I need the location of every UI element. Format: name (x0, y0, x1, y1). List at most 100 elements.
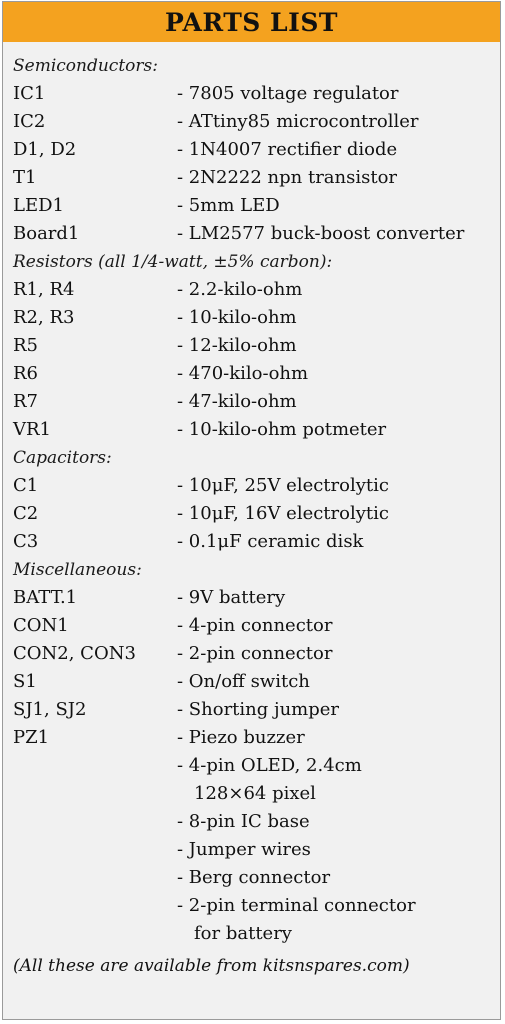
part-row: IC1- 7805 voltage regulator (13, 80, 500, 108)
part-description: - 2-pin connector (177, 640, 332, 668)
section-heading: Capacitors: (13, 448, 112, 468)
part-row: R7 - 47-kilo-ohm (13, 388, 500, 416)
part-reference (13, 892, 177, 920)
part-description: - 2.2-kilo-ohm (177, 276, 302, 304)
part-description-line: - Piezo buzzer (177, 727, 305, 748)
part-description: - 2N2222 npn transistor (177, 164, 397, 192)
part-description: - 4-pin connector (177, 612, 332, 640)
part-description: - 5mm LED (177, 192, 280, 220)
part-row: - Jumper wires (13, 836, 500, 864)
part-description-line: - 2-pin connector (177, 643, 333, 664)
part-row: - Berg connector (13, 864, 500, 892)
parts-list-title: PARTS LIST (164, 7, 338, 37)
part-reference (13, 836, 177, 864)
part-description-line: - Jumper wires (177, 839, 311, 860)
part-description: - Piezo buzzer (177, 724, 305, 752)
part-description: - Shorting jumper (177, 696, 339, 724)
section-heading: Resistors (all 1/4-watt, ±5% carbon): (13, 252, 333, 272)
part-description-line: - 470-kilo-ohm (177, 363, 309, 384)
part-description-continuation: 128×64 pixel (194, 783, 316, 804)
part-description-continuation: for battery (194, 923, 292, 944)
part-row: IC2 - ATtiny85 microcontroller (13, 108, 500, 136)
part-description: - 8-pin IC base (177, 808, 310, 836)
part-row: PZ1 - Piezo buzzer (13, 724, 500, 752)
part-reference: R2, R3 (13, 307, 75, 328)
section-heading: Miscellaneous: (13, 560, 142, 580)
part-description-line: - 12-kilo-ohm (177, 335, 297, 356)
part-reference: PZ1 (13, 727, 50, 748)
part-row: CON2, CON3 - 2-pin connector (13, 640, 500, 668)
part-description: - 10-kilo-ohm (177, 304, 297, 332)
part-description: - ATtiny85 microcontroller (177, 108, 419, 136)
part-row: R6 - 470-kilo-ohm (13, 360, 500, 388)
part-description: - 2-pin terminal connector for battery (177, 892, 416, 948)
part-reference (13, 752, 177, 780)
part-description-line: - 4-pin connector (177, 615, 333, 636)
part-reference (13, 864, 177, 892)
part-row: LED1 - 5mm LED (13, 192, 500, 220)
part-reference: D1, D2 (13, 139, 77, 160)
part-row: S1- On/off switch (13, 668, 500, 696)
part-reference: R6 (13, 363, 39, 384)
part-row: BATT.1 - 9V battery (13, 584, 500, 612)
part-description-line: - 9V battery (177, 587, 286, 608)
part-reference: CON1 (13, 615, 69, 636)
part-description-line: - 47-kilo-ohm (177, 391, 297, 412)
part-description: - Berg connector (177, 864, 330, 892)
part-description: - Jumper wires (177, 836, 311, 864)
part-row: R1, R4 - 2.2-kilo-ohm (13, 276, 500, 304)
part-description-line: - 10μF, 25V electrolytic (177, 475, 389, 496)
part-description-line: - 7805 voltage regulator (177, 83, 399, 104)
part-description-line: - 8-pin IC base (177, 811, 310, 832)
part-description-line: - 2.2-kilo-ohm (177, 279, 303, 300)
part-reference: BATT.1 (13, 587, 78, 608)
part-description: - 47-kilo-ohm (177, 388, 297, 416)
part-reference: C1 (13, 475, 39, 496)
part-description-line: - Berg connector (177, 867, 331, 888)
part-description: - 7805 voltage regulator (177, 80, 399, 108)
part-reference: C2 (13, 503, 39, 524)
part-description-line: - ATtiny85 microcontroller (177, 111, 419, 132)
part-reference: T1 (13, 167, 37, 188)
part-reference: VR1 (13, 419, 52, 440)
part-description: - 12-kilo-ohm (177, 332, 297, 360)
part-reference: Board1 (13, 223, 80, 244)
part-description: - 10μF, 16V electrolytic (177, 500, 389, 528)
part-row: D1, D2 - 1N4007 rectifier diode (13, 136, 500, 164)
part-reference: LED1 (13, 195, 64, 216)
part-row: - 2-pin terminal connector for battery (13, 892, 500, 948)
part-row: Board1- LM2577 buck-boost converter (13, 220, 500, 248)
part-description: - 10-kilo-ohm potmeter (177, 416, 386, 444)
part-description-line: - 10μF, 16V electrolytic (177, 503, 389, 524)
part-row: R5 - 12-kilo-ohm (13, 332, 500, 360)
part-reference: R7 (13, 391, 39, 412)
part-row: CON1 - 4-pin connector (13, 612, 500, 640)
part-description-line: - 2-pin terminal connector (177, 895, 416, 916)
part-description: - On/off switch (177, 668, 310, 696)
availability-note: (All these are available from kitsnspare… (13, 956, 410, 976)
part-description: - 9V battery (177, 584, 285, 612)
part-reference: R1, R4 (13, 279, 75, 300)
part-description-line: - On/off switch (177, 671, 310, 692)
part-row: C1 - 10μF, 25V electrolytic (13, 472, 500, 500)
part-reference: C3 (13, 531, 39, 552)
part-description-line: - 1N4007 rectifier diode (177, 139, 398, 160)
part-reference: CON2, CON3 (13, 643, 136, 664)
part-description-line: - 5mm LED (177, 195, 280, 216)
part-description-line: - Shorting jumper (177, 699, 340, 720)
part-description-line: - 2N2222 npn transistor (177, 167, 398, 188)
part-reference: R5 (13, 335, 39, 356)
parts-list-body: Semiconductors: IC1- 7805 voltage regulat… (3, 42, 500, 980)
part-reference: IC2 (13, 111, 46, 132)
part-row: C2 - 10μF, 16V electrolytic (13, 500, 500, 528)
part-row: - 8-pin IC base (13, 808, 500, 836)
part-description: - 10μF, 25V electrolytic (177, 472, 389, 500)
part-description: - 1N4007 rectifier diode (177, 136, 397, 164)
part-description: - 0.1μF ceramic disk (177, 528, 363, 556)
part-row: R2, R3 - 10-kilo-ohm (13, 304, 500, 332)
part-row: VR1 - 10-kilo-ohm potmeter (13, 416, 500, 444)
section-heading: Semiconductors: (13, 56, 158, 76)
part-row: C3 - 0.1μF ceramic disk (13, 528, 500, 556)
